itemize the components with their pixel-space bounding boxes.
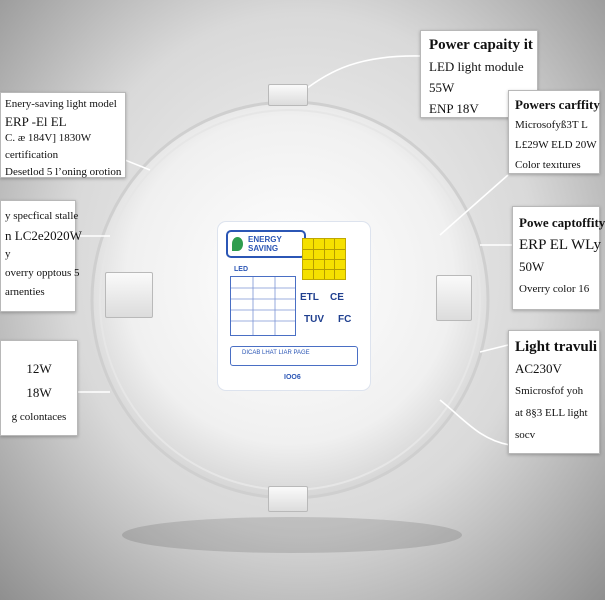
callout-left-3: 12W 18W g colontaces xyxy=(0,340,78,436)
energy-rating-grid xyxy=(302,238,346,280)
callout-right-1-line-4: Color texıtures xyxy=(515,159,581,171)
callout-right-1: Powers carffity Microsofyß3T L L£29W ELD… xyxy=(508,90,600,174)
mounting-clip-right xyxy=(436,275,472,321)
callout-right-1-line-1: Powers carffity xyxy=(515,97,600,112)
label-footer-text: DICAB LHAT LIAR PAGE xyxy=(242,350,310,356)
callout-right-3-line-4: at 8§3 ELL light xyxy=(515,407,588,419)
mounting-clip-top xyxy=(268,84,308,106)
callout-top-right-line-1: Power capaity it xyxy=(429,37,533,53)
label-footer-box xyxy=(230,346,358,366)
callout-top-right-line-3: 55W xyxy=(429,80,455,95)
callout-left-2-line-1: y specfical stalle xyxy=(5,210,79,222)
callout-left-1-line-3: C. æ 184V] 1830W xyxy=(5,132,92,144)
callout-left-3-line-2: 18W xyxy=(26,385,52,400)
leader-line-top-right xyxy=(301,55,421,93)
callout-left-2-line-5: arnenties xyxy=(5,286,45,298)
cert-mark-etl: ETL xyxy=(300,292,319,303)
callout-left-3-line-1: 12W xyxy=(26,361,52,376)
panel-shadow xyxy=(122,517,462,553)
callout-right-2-line-2: ERP EL WLy xyxy=(519,237,601,253)
callout-top-right-line-2: LED light module xyxy=(429,59,524,74)
led-label: LED xyxy=(234,266,248,273)
product-spec-label: ENERGY SAVING LED ETL CE FC TUV xyxy=(218,222,370,390)
leader-line-right-1 xyxy=(439,174,509,236)
callout-right-3-line-5: socv xyxy=(515,429,536,441)
label-footer-code: IOO6 xyxy=(284,374,301,381)
leader-line-right-4 xyxy=(439,399,511,446)
callout-left-3-line-3: g colontaces xyxy=(11,411,67,423)
leader-line-left-1 xyxy=(124,159,151,171)
callout-left-1-line-5: Desetlod 5 l’oning orotion xyxy=(5,166,122,178)
callout-right-3-line-2: AC230V xyxy=(515,361,562,376)
cert-mark-tuv: TUV xyxy=(304,314,324,325)
mounting-clip-left xyxy=(105,272,153,318)
cert-mark-fc: FC xyxy=(338,314,352,325)
brand-line-1: ENERGY xyxy=(248,235,282,244)
leaf-icon xyxy=(232,237,243,251)
spec-table xyxy=(230,276,296,336)
mounting-clip-bottom xyxy=(268,486,308,512)
leader-line-right-3 xyxy=(479,344,509,353)
callout-right-3-line-1: Light travuli xyxy=(515,339,598,355)
callout-left-1-line-1: Enery-saving light model xyxy=(5,98,117,110)
callout-right-2-line-3: 50W xyxy=(519,259,545,274)
callout-right-2: Powe captoffity ERP EL WLy 50W Overry co… xyxy=(512,206,605,310)
callout-right-1-line-2: Microsofyß3T L xyxy=(515,119,588,131)
spec-table-lines xyxy=(231,277,295,335)
callout-left-2-line-3: y xyxy=(5,248,11,260)
callout-top-right-line-4: ENP 18V xyxy=(429,101,479,116)
callout-left-1: Enery-saving light model ERP ‑El EL C. æ… xyxy=(0,92,126,178)
callout-left-2-line-2: n LC2e2020W xyxy=(5,228,82,243)
cert-mark-ce: CE xyxy=(330,292,344,303)
callout-right-3-line-3: Smicrosfof yoh xyxy=(515,385,584,397)
energy-saving-text: ENERGY SAVING xyxy=(248,235,282,253)
brand-line-2: SAVING xyxy=(248,244,279,253)
callout-left-2: y specfical stalle n LC2e2020W y overry … xyxy=(0,200,82,312)
callout-left-1-line-4: certification xyxy=(5,149,59,161)
leader-lines xyxy=(75,55,512,446)
callout-right-1-line-3: L£29W ELD 20W xyxy=(515,139,597,151)
energy-saving-logo: ENERGY SAVING xyxy=(226,230,306,258)
callout-right-2-line-4: Overry color 16 xyxy=(519,283,590,295)
callout-left-1-line-2: ERP ‑El EL xyxy=(5,114,67,129)
callout-left-2-line-4: overry opptous 5 xyxy=(5,267,80,279)
callout-right-3: Light travuli AC230V Smicrosfof yoh at 8… xyxy=(508,330,600,454)
callout-right-2-line-1: Powe captoffity xyxy=(519,215,605,230)
